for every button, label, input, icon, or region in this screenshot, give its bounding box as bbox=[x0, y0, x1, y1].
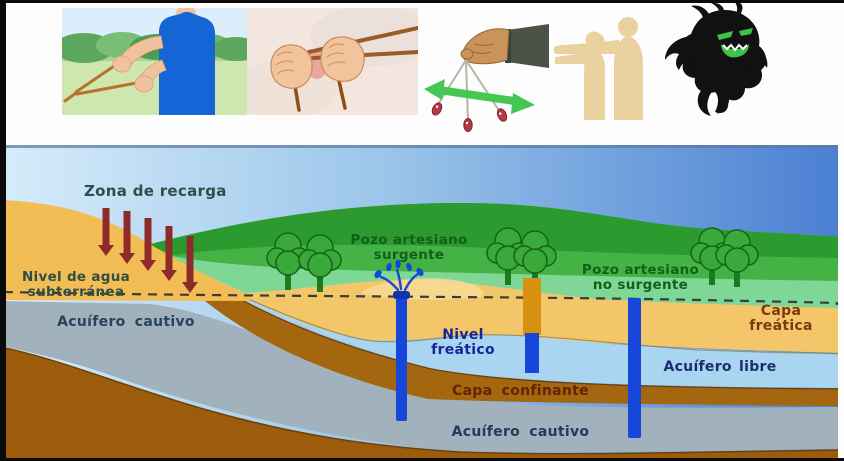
gripping-fists bbox=[270, 36, 365, 89]
top-border bbox=[0, 0, 844, 3]
artesian-well-non-flowing bbox=[628, 298, 641, 438]
label-nivel-de-agua-subterranea: Nivel de agua subterránea bbox=[21, 269, 131, 300]
confining-layer bbox=[193, 276, 844, 406]
recharge-arrows-icon bbox=[98, 208, 198, 293]
label-pozo-artesiano-no-surgente: Pozo artesiano no surgente bbox=[581, 262, 700, 293]
right-white-sliver bbox=[838, 145, 844, 461]
shadow-demon-icon bbox=[665, 2, 768, 116]
label-nivel-freatico: Nivel freático bbox=[431, 327, 495, 359]
label-pozo-artesiano-surgente: Pozo artesiano surgente bbox=[350, 232, 468, 263]
aquifer-cross-section bbox=[0, 145, 844, 461]
artesian-well-flowing bbox=[374, 259, 424, 421]
label-acuifero-cautivo-lower: Acuífero cautivo bbox=[451, 424, 590, 440]
demon-face-icon bbox=[717, 28, 753, 58]
bottom-border bbox=[0, 458, 844, 461]
pendulum-bobs-icon bbox=[431, 102, 508, 132]
basement-layer bbox=[0, 347, 844, 461]
water-table-well bbox=[523, 278, 541, 373]
dowsing-rod-icon bbox=[63, 60, 144, 103]
dowser-person bbox=[63, 8, 215, 115]
label-acuifero-libre: Acuífero libre bbox=[663, 359, 777, 375]
label-capa-confinante: Capa confinante bbox=[452, 383, 589, 399]
pointing-people-silhouettes-icon bbox=[553, 17, 643, 120]
label-acuifero-cautivo-upper: Acuífero cautivo bbox=[57, 314, 195, 330]
pendulum-in-hand-icon bbox=[424, 24, 549, 132]
well-spray-icon bbox=[374, 259, 424, 292]
swing-arrow-icon bbox=[424, 79, 535, 114]
label-capa-freatica: Capa freática bbox=[749, 303, 813, 335]
dowsing-rod-hands-closeup-icon bbox=[247, 8, 418, 115]
dowsing-rod-field-scene-icon bbox=[62, 8, 247, 115]
label-zona-de-recarga: Zona de recarga bbox=[84, 182, 227, 200]
left-border bbox=[0, 0, 6, 461]
